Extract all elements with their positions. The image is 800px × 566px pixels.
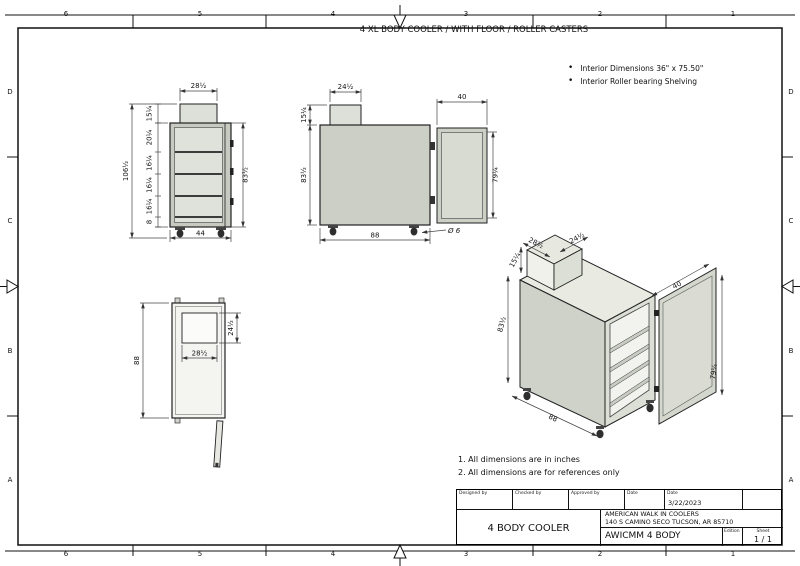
drawing-code-cell: AWICMM 4 BODY: [601, 528, 723, 546]
designed-by-cell: Designed by: [457, 490, 513, 510]
iso-view: 28½ 24½ 15¼ 83½ 88 40 79¼: [496, 231, 724, 439]
dim-side-door-height: 79¼: [492, 167, 500, 183]
bullet-roller-shelving: Interior Roller bearing Shelving: [568, 75, 703, 88]
dim-plan-condenser-depth: 24½: [227, 320, 235, 336]
date2-label: Date: [667, 491, 678, 496]
side-casters: [328, 225, 419, 236]
dim-side-caster-diameter: Ø 6: [447, 227, 461, 235]
product-name: 4 BODY COOLER: [487, 522, 570, 534]
sheet-value: 1 / 1: [754, 535, 772, 544]
designed-by-label: Designed by: [459, 491, 488, 496]
ruler-top-4: 4: [330, 10, 336, 18]
dim-front-seg-c: 16¼: [146, 177, 154, 193]
date-value-cell: Date 3/22/2023: [665, 490, 743, 510]
company-name: AMERICAN WALK IN COOLERS: [605, 511, 699, 518]
ruler-bottom-2: 2: [597, 550, 603, 558]
ruler-left-b: B: [7, 347, 13, 355]
dim-side-door-width: 40: [458, 93, 467, 101]
dim-front-seg-e: 8: [146, 220, 154, 224]
edition-label: Edition: [724, 529, 740, 534]
dim-side-condenser-height: 15¼: [300, 107, 308, 123]
front-view: 28½ 106½ 15¼ 20¼ 16¼ 16¼ 16¼ 8 83½ 44: [122, 82, 250, 242]
approved-by-cell: Approved by: [569, 490, 625, 510]
ruler-bottom-1: 1: [730, 550, 736, 558]
product-cell: 4 BODY COOLER: [457, 510, 601, 546]
note-1: 1. All dimensions are in inches: [458, 455, 580, 464]
dim-front-seg-a: 20¼: [146, 129, 154, 145]
drawing-title: 4 XL BODY COOLER / WITH FLOOR / ROLLER C…: [359, 25, 589, 35]
ruler-bottom-6: 6: [63, 550, 69, 558]
dim-front-seg-d: 16¼: [146, 198, 154, 214]
dim-iso-body-height: 83½: [496, 316, 508, 333]
ruler-left-c: C: [7, 217, 13, 225]
plan-view: 88 28½ 24½: [133, 297, 241, 468]
ruler-right-a: A: [788, 476, 794, 484]
ruler-top-2: 2: [597, 10, 603, 18]
ruler-left-d: D: [7, 88, 13, 96]
dim-side-length: 88: [371, 232, 380, 240]
ruler-right-c: C: [788, 217, 794, 225]
checked-by-cell: Checked by: [513, 490, 569, 510]
ruler-bottom-3: 3: [463, 550, 469, 558]
dim-plan-length: 88: [133, 356, 141, 365]
dim-side-body-height: 83½: [300, 167, 308, 183]
side-view: 24½ 15¼ 83½ 40 79¼ 88 Ø 6: [300, 83, 500, 244]
bullet-interior-dimensions: Interior Dimensions 36" x 75.50": [568, 62, 703, 75]
dim-front-width: 44: [196, 230, 205, 238]
bullet-text: Interior Roller bearing Shelving: [580, 77, 698, 86]
empty-cell: [743, 490, 783, 510]
sheet-frame: [0, 5, 800, 566]
date-cell: Date: [625, 490, 665, 510]
plan-open-door: [213, 420, 224, 468]
ruler-top-1: 1: [730, 10, 736, 18]
spec-bullets: Interior Dimensions 36" x 75.50" Interio…: [568, 62, 703, 88]
sheet-cell: Sheet 1 / 1: [743, 528, 783, 546]
ruler-right-b: B: [788, 347, 794, 355]
dim-front-body-height: 83½: [242, 167, 250, 183]
dim-iso-length: 88: [547, 413, 559, 424]
approved-by-label: Approved by: [571, 491, 600, 496]
ruler-top-5: 5: [197, 10, 203, 18]
dim-front-condenser-height: 15¼: [146, 105, 154, 121]
ruler-top-3: 3: [463, 10, 469, 18]
company-cell: AMERICAN WALK IN COOLERS 140 S CAMINO SE…: [601, 510, 783, 528]
edition-cell: Edition: [723, 528, 743, 546]
dim-front-condenser-width: 28½: [191, 82, 207, 90]
note-2: 2. All dimensions are for references onl…: [458, 468, 620, 477]
dim-side-condenser-width: 24½: [338, 83, 354, 91]
checked-by-label: Checked by: [515, 491, 542, 496]
date-value: 3/22/2023: [668, 499, 702, 507]
ruler-right-d: D: [788, 88, 794, 96]
bullet-text: Interior Dimensions 36" x 75.50": [580, 64, 704, 73]
dim-iso-door-width: 40: [671, 280, 683, 291]
sheet-label: Sheet: [756, 529, 770, 534]
dim-iso-condenser-depth: 24½: [568, 231, 586, 246]
ruler-bottom-5: 5: [197, 550, 203, 558]
general-notes: 1. All dimensions are in inches 2. All d…: [458, 453, 620, 479]
dim-iso-door-height: 79¼: [709, 363, 719, 380]
dim-iso-condenser-height: 15¼: [508, 251, 523, 269]
date-label: Date: [627, 491, 638, 496]
drawing-code: AWICMM 4 BODY: [605, 531, 681, 541]
front-casters: [175, 227, 226, 238]
ruler-bottom-4: 4: [330, 550, 336, 558]
ruler-left-a: A: [7, 476, 13, 484]
iso-casters: [523, 388, 654, 439]
ruler-top-6: 6: [63, 10, 69, 18]
title-block: Designed by Checked by Approved by Date …: [456, 489, 783, 546]
dim-front-overall-height: 106½: [122, 161, 130, 181]
company-address: 140 S CAMINO SECO TUCSON, AR 85710: [605, 519, 734, 526]
dim-front-seg-b: 16¼: [146, 155, 154, 171]
dim-plan-condenser-width: 28½: [192, 350, 208, 358]
